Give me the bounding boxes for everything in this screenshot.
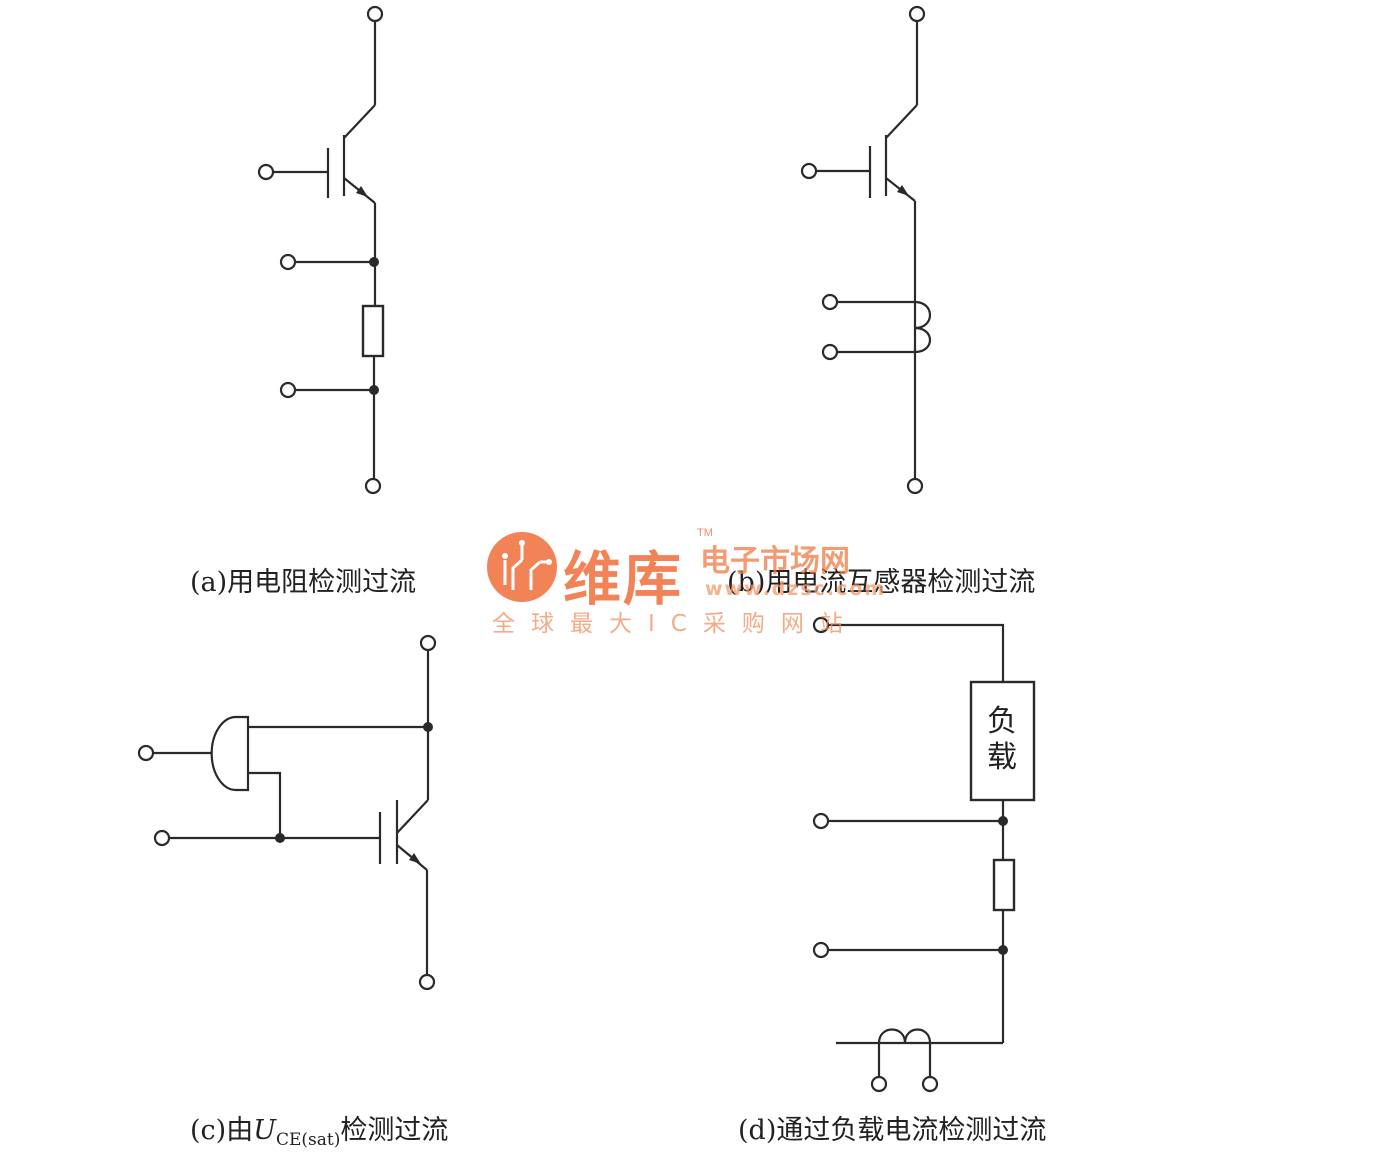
caption-c-subscript: CE(sat): [275, 1130, 341, 1150]
load-box: [969, 680, 1036, 802]
terminal-d-sense-lower: [812, 941, 830, 959]
comparator-gate-c: [210, 715, 250, 792]
emitter-arrow-a: [356, 186, 368, 197]
terminal-c-bottom: [418, 973, 436, 991]
terminal-a-gate: [257, 163, 275, 181]
terminal-d-ct-right: [921, 1075, 939, 1093]
emitter-arrow-c: [409, 853, 421, 864]
panel-d-circuit: [812, 616, 1036, 1093]
igbt-b-collector-lead: [885, 104, 918, 139]
terminal-c-comparator: [137, 744, 155, 762]
panel-a-circuit: [257, 5, 385, 495]
terminal-b-ct-lower: [821, 343, 839, 361]
watermark-brand: 维库: [563, 545, 684, 613]
caption-c: (c)由UCE(sat)检测过流: [190, 1108, 448, 1150]
caption-c-symbol: U: [253, 1115, 276, 1146]
caption-b: (b)用电流互感器检测过流: [727, 567, 1036, 598]
wire: [828, 623, 1005, 682]
terminal-a-bottom: [364, 477, 382, 495]
watermark-logo-icon: [487, 532, 557, 602]
caption-c-suffix: 检测过流: [340, 1115, 449, 1146]
igbt-c-collector-lead: [396, 799, 429, 834]
terminal-b-bottom: [906, 477, 924, 495]
terminal-c-gate: [153, 829, 171, 847]
terminal-a-sense-upper: [279, 253, 297, 271]
load-label-line1: 负: [987, 704, 1017, 739]
comparator-input-wire-bottom: [248, 771, 282, 838]
terminal-d-sense-upper: [812, 812, 830, 830]
terminal-b-gate: [800, 162, 818, 180]
load-label-line2: 载: [987, 740, 1017, 775]
caption-c-prefix: (c)由: [190, 1115, 254, 1146]
terminal-a-sense-lower: [279, 381, 297, 399]
terminal-c-collector: [419, 634, 437, 652]
caption-d: (d)通过负载电流检测过流: [738, 1115, 1047, 1146]
panel-c-circuit: [137, 634, 437, 991]
caption-a: (a)用电阻检测过流: [190, 567, 417, 598]
watermark-url: www.dzsc.com: [705, 578, 887, 600]
terminal-a-collector: [366, 5, 384, 23]
panel-b-circuit: [800, 5, 932, 495]
terminal-b-collector: [908, 5, 926, 23]
watermark-brand-secondary: 电子市场网: [700, 544, 850, 579]
sense-resistor-d: [992, 858, 1016, 912]
current-transformer-coil-d: [877, 1028, 932, 1077]
emitter-arrow-b: [897, 185, 909, 196]
current-transformer-coil-b: [914, 300, 932, 354]
watermark-trademark: TM: [697, 527, 713, 539]
igbt-a-collector-lead: [343, 104, 376, 139]
watermark-slogan: 全球最大IC采购网站: [492, 611, 859, 637]
sense-resistor-a: [361, 304, 385, 358]
terminal-d-ct-left: [870, 1075, 888, 1093]
terminal-b-ct-upper: [821, 293, 839, 311]
